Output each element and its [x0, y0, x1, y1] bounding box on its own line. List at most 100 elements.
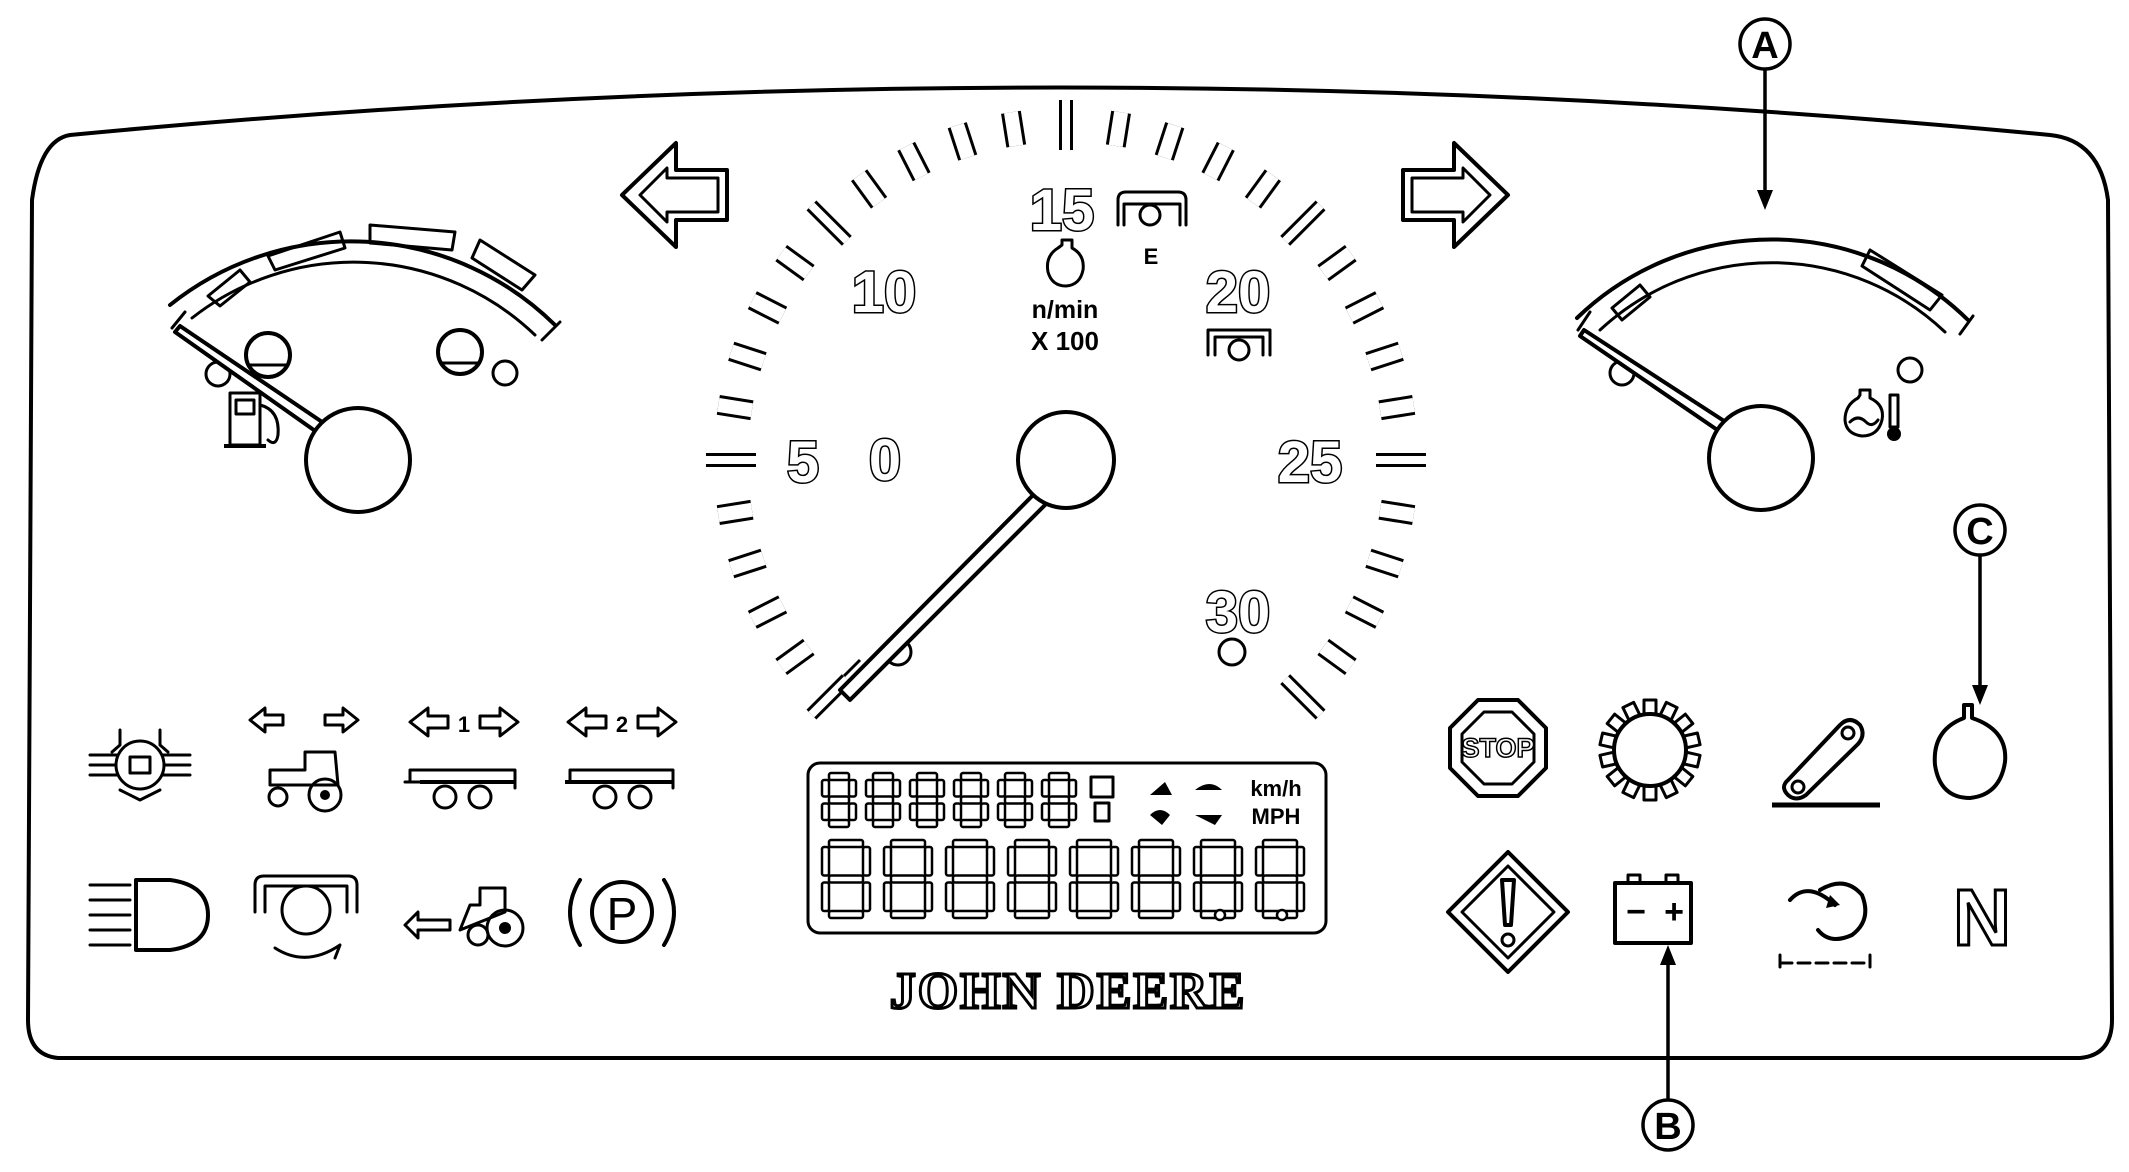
tach-tick: [1157, 123, 1182, 160]
coolant-temperature-icon: [1843, 388, 1901, 441]
tach-tick: [1378, 398, 1415, 418]
gear-tooth: [1658, 700, 1679, 722]
lcd-segment: [820, 881, 831, 913]
lcd-segment: [889, 874, 927, 884]
lcd-segment: [1254, 845, 1265, 877]
tach-tick: [1204, 143, 1233, 180]
stop-icon: STOP: [1448, 698, 1548, 798]
lcd-segment: [861, 845, 872, 877]
gear-tooth: [1598, 750, 1618, 769]
tach-tick: [1346, 293, 1383, 322]
lcd-segment: [952, 778, 963, 798]
park-brake-icon: P: [568, 878, 676, 947]
lcd-segment: [915, 818, 939, 829]
lcd-segment: [1199, 874, 1237, 884]
battery-plus: +: [1664, 893, 1684, 931]
lcd-segment: [996, 802, 1007, 822]
lcd-mode-icons: [1089, 775, 1222, 825]
engine-oil-icon: [1932, 703, 2008, 800]
callout-a-label: A: [1751, 25, 1778, 67]
lcd-segment: [1003, 795, 1027, 805]
tach-tick: [1004, 111, 1024, 148]
tach-tick: [1319, 247, 1355, 279]
tach-unit: n/min: [1032, 296, 1099, 324]
neutral-icon: N: [1953, 873, 2011, 962]
lcd-segment: [959, 771, 983, 782]
trailer-1-label: 1: [458, 712, 470, 737]
gear-tooth: [1621, 700, 1642, 722]
tachometer: 0 5 10 15 20 25 30 n/min X 100 E: [706, 100, 1426, 720]
park-brake-letter: P: [607, 888, 638, 940]
hitch-lever-icon: [1772, 718, 1880, 808]
lcd-segment: [1075, 909, 1113, 920]
lcd-segment: [951, 838, 989, 849]
tachometer-hub: [1016, 410, 1116, 510]
lcd-segment: [1013, 838, 1051, 849]
lcd-segment: [1295, 881, 1306, 913]
lcd-segment: [1047, 818, 1071, 829]
lcd-segment: [1068, 881, 1079, 913]
lcd-segment: [1130, 845, 1141, 877]
lcd-segment: [985, 881, 996, 913]
gear-tooth: [1642, 784, 1658, 802]
lcd-segment: [915, 795, 939, 805]
diff-lock-icon: [88, 728, 192, 802]
lcd-decimal-point: [1213, 908, 1227, 922]
tach-tick: [729, 344, 766, 369]
pto-engaged-icon: [253, 874, 359, 960]
lcd-segment: [1047, 795, 1071, 805]
pto-gear-icon: [1598, 698, 1702, 802]
coolant-temperature-gauge: [1575, 237, 1975, 512]
lcd-segment: [979, 802, 990, 822]
trailer-1-turn-signal-icon: 1: [403, 706, 520, 810]
tach-tick: [1282, 202, 1324, 244]
tach-tick: [777, 641, 813, 673]
tachometer-needle: [838, 480, 1060, 702]
lcd-segment: [908, 802, 919, 822]
lcd-segment: [1233, 881, 1244, 913]
lcd-segment: [1047, 771, 1071, 782]
lcd-segment: [882, 881, 893, 913]
gear-tooth: [1682, 750, 1702, 769]
lcd-segment: [889, 909, 927, 920]
tick-label-25: 25: [1278, 430, 1343, 495]
stop-label: STOP: [1461, 733, 1534, 763]
tick-label-0: 0: [869, 428, 901, 493]
fuel-empty-dot: [244, 331, 292, 379]
lcd-segment: [923, 845, 934, 877]
tach-tick: [1319, 641, 1355, 673]
rear-hitch-icon: [403, 886, 525, 948]
lcd-segment: [1199, 838, 1237, 849]
callout-b: B: [1641, 945, 1695, 1152]
lcd-segment: [827, 838, 865, 849]
fuel-gauge-scale: [168, 223, 562, 342]
lcd-segment: [1130, 881, 1141, 913]
tach-tick: [1346, 598, 1383, 627]
lcd-segment: [827, 818, 851, 829]
lcd-decimal-point: [1275, 908, 1289, 922]
tach-tick: [729, 551, 766, 576]
lcd-segment: [1023, 778, 1034, 798]
right-turn-arrow-icon: [1401, 141, 1510, 249]
lcd-segment: [1192, 845, 1203, 877]
tach-tick: [950, 123, 975, 160]
gear-tooth: [1605, 712, 1628, 734]
fuel-gauge: [168, 223, 562, 514]
lcd-segment: [827, 795, 851, 805]
callout-c: C: [1953, 503, 2007, 705]
headlight-icon: [88, 878, 210, 952]
lcd-segment: [847, 802, 858, 822]
lcd-segment: [935, 778, 946, 798]
tractor-turn-signal-icon: [248, 706, 360, 813]
tach-tick: [749, 293, 786, 322]
lcd-segment: [891, 778, 902, 798]
gear-tooth: [1621, 778, 1642, 800]
lcd-segment: [1023, 802, 1034, 822]
tach-tick: [1366, 551, 1403, 576]
lcd-segment: [882, 845, 893, 877]
tachometer-labels: 0 5 10 15 20 25 30: [785, 177, 1343, 647]
lcd-segment: [908, 778, 919, 798]
lcd-segment: [1040, 802, 1051, 822]
tach-tick: [899, 143, 928, 180]
